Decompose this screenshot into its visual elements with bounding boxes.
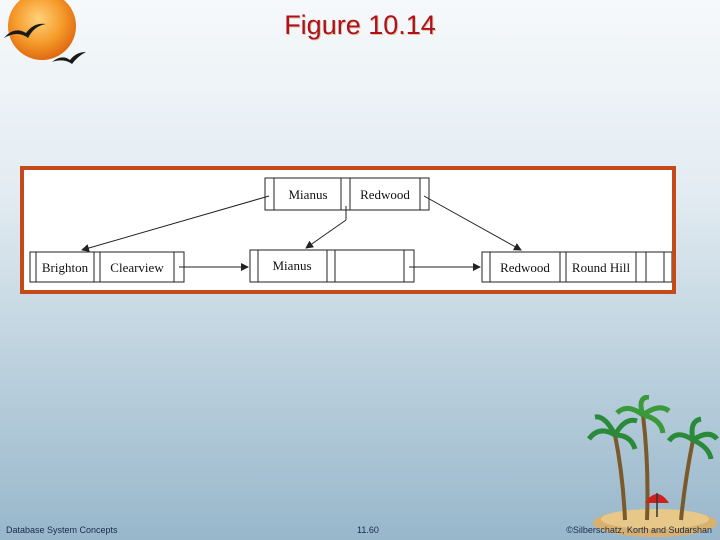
- leaf-key-brighton: Brighton: [42, 260, 89, 275]
- root-to-leaf3-arrow: [423, 195, 522, 251]
- root-key-redwood: Redwood: [360, 187, 410, 202]
- leaf-key-redwood: Redwood: [500, 260, 550, 275]
- palm-island-icon: [586, 395, 719, 537]
- leaf-key-clearview: Clearview: [110, 260, 164, 275]
- leaf-key-mianus: Mianus: [273, 258, 312, 273]
- footer-course-title: Database System Concepts: [6, 525, 118, 535]
- slide-title: Figure 10.14: [284, 10, 436, 40]
- leaf-node-2: Mianus: [249, 249, 415, 283]
- leaf-key-round-hill: Round Hill: [572, 260, 631, 275]
- bplus-tree-diagram: Mianus Redwood Brighton Clearview Mianus: [29, 177, 672, 283]
- root-to-leaf1-arrow: [81, 195, 270, 252]
- root-to-leaf2-arrow: [305, 219, 347, 249]
- root-key-mianus: Mianus: [289, 187, 328, 202]
- footer-copyright: ©Silberschatz, Korth and Sudarshan: [566, 525, 712, 535]
- leaf-node-1: Brighton Clearview: [29, 251, 185, 283]
- leaf-node-3: Redwood Round Hill: [481, 251, 672, 283]
- diagram-frame: Mianus Redwood Brighton Clearview Mianus: [20, 166, 676, 294]
- footer-page-number: 11.60: [357, 525, 379, 535]
- sun-with-birds-icon: [4, 0, 86, 64]
- root-node: Mianus Redwood: [264, 177, 430, 211]
